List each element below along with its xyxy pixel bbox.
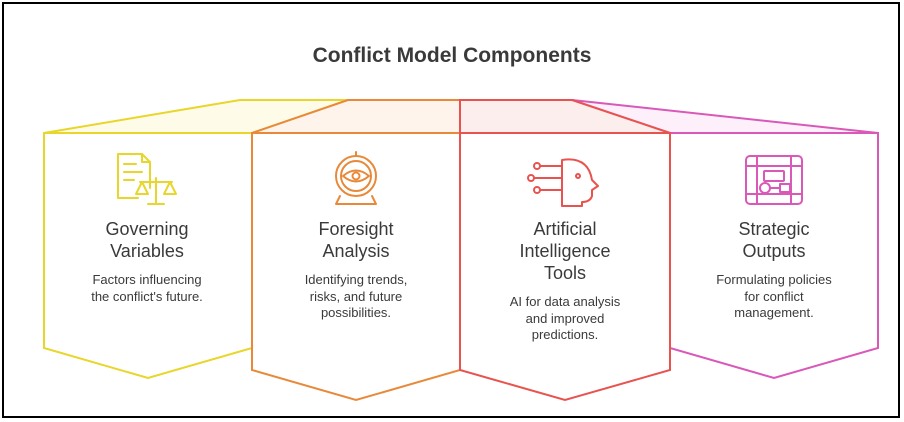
- ai-head-circuit-icon: [527, 158, 599, 207]
- diagram-title: Conflict Model Components: [312, 44, 592, 67]
- panel-strategic-outputs: Strategic Outputs Formulating policies f…: [684, 218, 864, 322]
- panel-desc-line: risks, and future: [309, 288, 403, 304]
- panel-title: Foresight Analysis: [266, 218, 446, 262]
- panel-title-line: Artificial: [533, 219, 597, 239]
- panel-desc-line: management.: [734, 305, 814, 320]
- panel-desc-line: possibilities.: [320, 305, 392, 320]
- panel-description: Identifying trends, risks, and future po…: [266, 272, 446, 322]
- panel-title-line: Governing: [105, 219, 189, 239]
- panel-title-line: Analysis: [322, 241, 390, 261]
- panel-description: Factors influencing the conflict's futur…: [57, 272, 237, 305]
- panel-title-line: Tools: [543, 263, 587, 283]
- panel-desc-line: Formulating policies: [716, 272, 832, 287]
- panel-desc-line: Factors influencing: [92, 272, 202, 287]
- panel-ai-tools-shape: [459, 99, 671, 402]
- panel-title-line: Strategic: [738, 219, 810, 239]
- panel-desc-line: Identifying trends,: [304, 272, 408, 287]
- panel-desc-line: for conflict: [744, 288, 804, 304]
- panel-governing-variables-shape: [43, 99, 349, 380]
- panel-foresight-analysis: Foresight Analysis Identifying trends, r…: [266, 218, 446, 322]
- panel-description: Formulating policies for conflict manage…: [684, 272, 864, 322]
- panel-title-line: Variables: [110, 241, 184, 261]
- circuit-flowchart-icon: [745, 155, 803, 205]
- panel-title: Governing Variables: [57, 218, 237, 262]
- panel-desc-line: predictions.: [531, 327, 599, 342]
- eye-lens-icon: [335, 151, 377, 205]
- panel-title-line: Intelligence: [519, 241, 611, 261]
- panel-governing-variables: Governing Variables Factors influencing …: [57, 218, 237, 305]
- panel-desc-line: the conflict's future.: [91, 288, 203, 304]
- panel-title-line: Outputs: [742, 241, 806, 261]
- panel-ai-tools: Artificial Intelligence Tools AI for dat…: [475, 218, 655, 344]
- panel-desc-line: AI for data analysis: [509, 294, 621, 309]
- panel-title: Artificial Intelligence Tools: [475, 218, 655, 284]
- law-document-scales-icon: [117, 153, 177, 205]
- panel-title: Strategic Outputs: [684, 218, 864, 262]
- panel-description: AI for data analysis and improved predic…: [475, 294, 655, 344]
- panel-foresight-analysis-shape: [251, 99, 461, 402]
- panel-desc-line: and improved: [525, 310, 605, 326]
- panel-title-line: Foresight: [318, 219, 394, 239]
